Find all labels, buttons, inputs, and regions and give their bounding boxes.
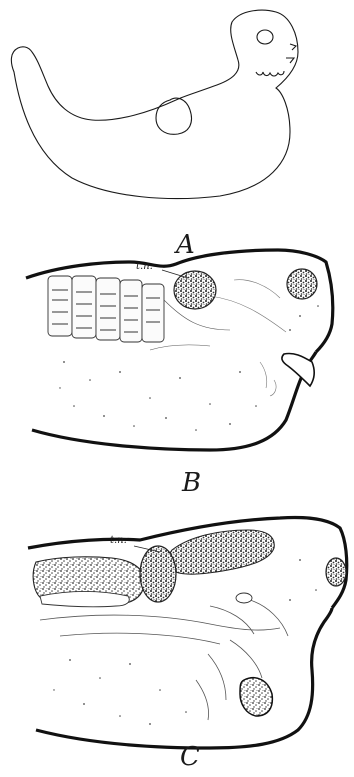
- internal-lines-b: [210, 280, 286, 396]
- figure-c-label: C: [180, 744, 200, 770]
- embryo-body-outline: [11, 10, 298, 198]
- pharynx-c: [240, 678, 272, 716]
- figure-b-label: B: [182, 470, 201, 496]
- eye-b: [287, 269, 317, 299]
- pharynx-b: [282, 353, 314, 386]
- section-b-ventral-outline: [32, 352, 316, 450]
- figure-b-drawing: [26, 250, 333, 450]
- vessel-c: [236, 593, 252, 603]
- section-c-ventral-outline: [36, 608, 332, 748]
- nerve-ganglion-b: [174, 271, 216, 309]
- brain-mass-c: [169, 530, 275, 574]
- figure-a-drawing: [11, 10, 298, 198]
- nerve-ganglion-c: [140, 546, 176, 602]
- gill-buds: [256, 71, 284, 76]
- figure-c-tn-label: t.n.: [110, 536, 127, 546]
- figure-b-tn-label: t.n.: [136, 262, 153, 272]
- limb-bud: [156, 98, 192, 134]
- myotome-blocks: [48, 276, 164, 342]
- eye-c: [326, 558, 346, 586]
- figure-a-label: A: [176, 232, 195, 258]
- mouth-notch: [286, 44, 296, 63]
- figure-c-drawing: [28, 517, 347, 748]
- eye-outline: [257, 30, 273, 44]
- notochord-c: [40, 592, 129, 607]
